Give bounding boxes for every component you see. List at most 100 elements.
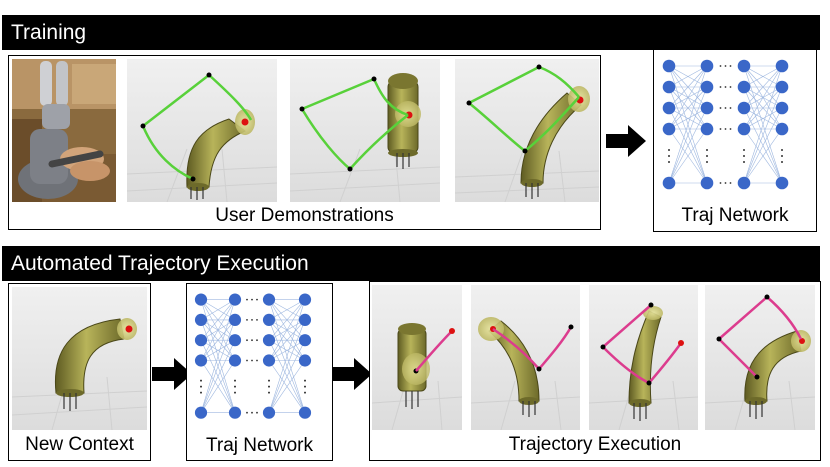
network-edge: [668, 65, 708, 109]
network-node: [262, 406, 276, 419]
ellipsis-dot: [268, 379, 270, 382]
ellipsis-dot: [256, 411, 258, 414]
user-demonstrations-box: User Demonstrations: [8, 55, 601, 230]
execution-banner: Automated Trajectory Execution: [2, 246, 820, 281]
execution-title: Automated Trajectory Execution: [11, 252, 309, 275]
network-node: [775, 59, 789, 73]
network-node: [194, 406, 208, 419]
network-node: [700, 122, 714, 136]
network-edge: [743, 65, 783, 88]
training-banner: Training: [2, 15, 820, 50]
network-node: [700, 176, 714, 190]
network-edge: [668, 107, 708, 184]
network-edge: [268, 319, 306, 413]
ellipsis-dot: [234, 391, 236, 394]
ellipsis-dot: [256, 359, 258, 362]
ellipsis-dot: [246, 298, 248, 301]
execution-render-4: [705, 285, 815, 430]
new-context-box: New Context: [8, 283, 151, 461]
demo-render-2: [290, 59, 440, 202]
network-node: [700, 59, 714, 73]
network-node: [298, 293, 312, 306]
network-node: [737, 101, 751, 115]
demo-render-3: [455, 59, 599, 202]
network-node: [194, 313, 208, 326]
ellipsis-dot: [729, 128, 732, 130]
ellipsis-dot: [719, 107, 722, 109]
ellipsis-dot: [729, 65, 732, 67]
network-node: [737, 59, 751, 73]
network-edge: [268, 299, 306, 361]
ellipsis-dot: [706, 155, 708, 157]
ellipsis-dot: [706, 161, 708, 163]
network-edge: [743, 65, 783, 184]
execution-render-2: [471, 285, 580, 430]
network-edge: [200, 319, 236, 361]
ellipsis-dot: [256, 298, 258, 301]
ellipsis-dot: [234, 379, 236, 382]
trajectory-execution-caption: Trajectory Execution: [508, 434, 682, 455]
network-edge: [200, 339, 236, 361]
network-node: [298, 406, 312, 419]
network-edge: [668, 107, 708, 130]
ellipsis-dot: [719, 182, 722, 184]
network-node: [775, 176, 789, 190]
network-edge: [268, 339, 306, 361]
network-node: [662, 122, 676, 136]
ellipsis-dot: [724, 128, 727, 130]
network-edge: [743, 107, 783, 184]
ellipsis-dot: [200, 385, 202, 388]
network-node: [194, 354, 208, 367]
ellipsis-dot: [719, 128, 722, 130]
network-edge: [268, 299, 306, 321]
ellipsis-dot: [743, 149, 745, 151]
network-edge: [743, 86, 783, 130]
network-node: [775, 101, 789, 115]
execution-render-1: [372, 285, 462, 430]
ellipsis-dot: [729, 107, 732, 109]
ellipsis-dot: [268, 391, 270, 394]
network-edge: [743, 86, 783, 184]
network-edge: [268, 340, 306, 413]
network-edge: [668, 65, 708, 184]
ellipsis-dot: [668, 161, 670, 163]
ellipsis-dot: [724, 86, 727, 88]
network-edge: [268, 299, 306, 413]
training-title: Training: [11, 21, 87, 44]
network-edge: [200, 340, 236, 413]
network-node: [737, 176, 751, 190]
network-node: [262, 354, 276, 367]
network-node: [662, 176, 676, 190]
neural-network-diagram: [194, 293, 312, 419]
network-node: [298, 354, 312, 367]
ellipsis-dot: [729, 86, 732, 88]
ellipsis-dot: [251, 359, 253, 362]
ellipsis-dot: [724, 107, 727, 109]
network-edge: [743, 65, 783, 109]
ellipsis-dot: [234, 385, 236, 388]
ellipsis-dot: [719, 86, 722, 88]
traj-network-box-training: Traj Network: [653, 49, 817, 232]
demo-render-1: [127, 59, 277, 202]
ellipsis-dot: [256, 339, 258, 342]
ellipsis-dot: [743, 155, 745, 157]
right-arrow-icon: [606, 125, 646, 157]
ellipsis-dot: [251, 339, 253, 342]
network-edge: [668, 86, 708, 130]
network-node: [662, 80, 676, 94]
network-edge: [200, 319, 236, 413]
network-node: [662, 101, 676, 115]
ellipsis-dot: [246, 319, 248, 321]
network-node: [262, 313, 276, 326]
network-node: [775, 80, 789, 94]
ellipsis-dot: [304, 385, 306, 388]
network-node: [228, 354, 242, 367]
ellipsis-dot: [304, 391, 306, 394]
ellipsis-dot: [719, 65, 722, 67]
network-edge: [743, 107, 783, 130]
new-context-caption: New Context: [25, 434, 134, 455]
network-node: [662, 59, 676, 73]
network-node: [737, 122, 751, 136]
network-edge: [268, 319, 306, 361]
network-edge: [200, 299, 236, 341]
